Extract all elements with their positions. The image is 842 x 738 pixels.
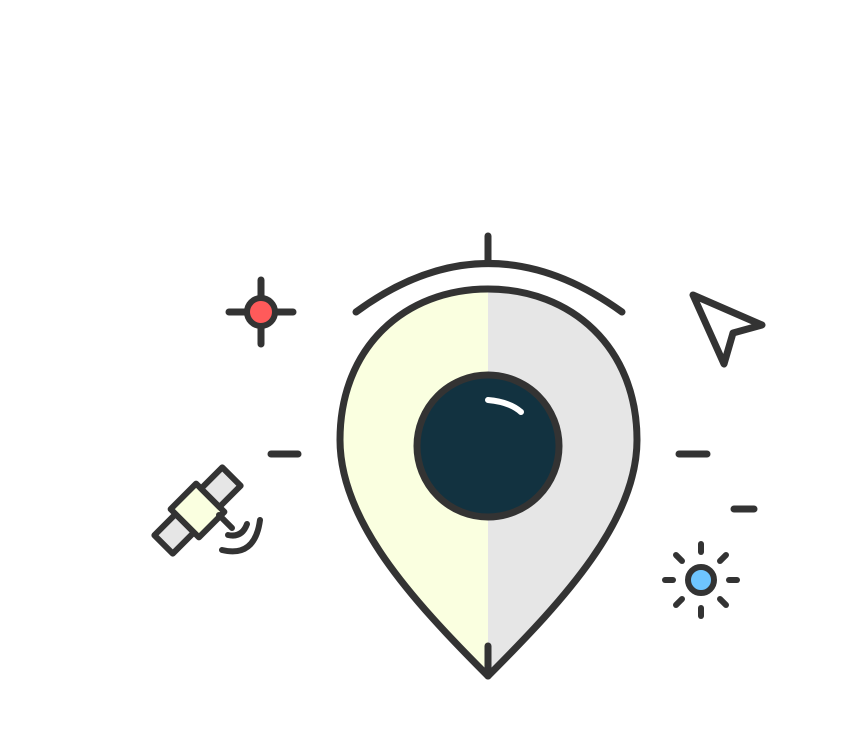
- navigation-arrow-icon: [689, 291, 766, 368]
- sun-icon: [662, 541, 740, 619]
- satellite-signal: [216, 512, 263, 555]
- compass-arc: [352, 232, 626, 316]
- lens-icon: [413, 371, 563, 521]
- crosshair-icon: [225, 276, 297, 348]
- satellite-icon: [151, 464, 244, 557]
